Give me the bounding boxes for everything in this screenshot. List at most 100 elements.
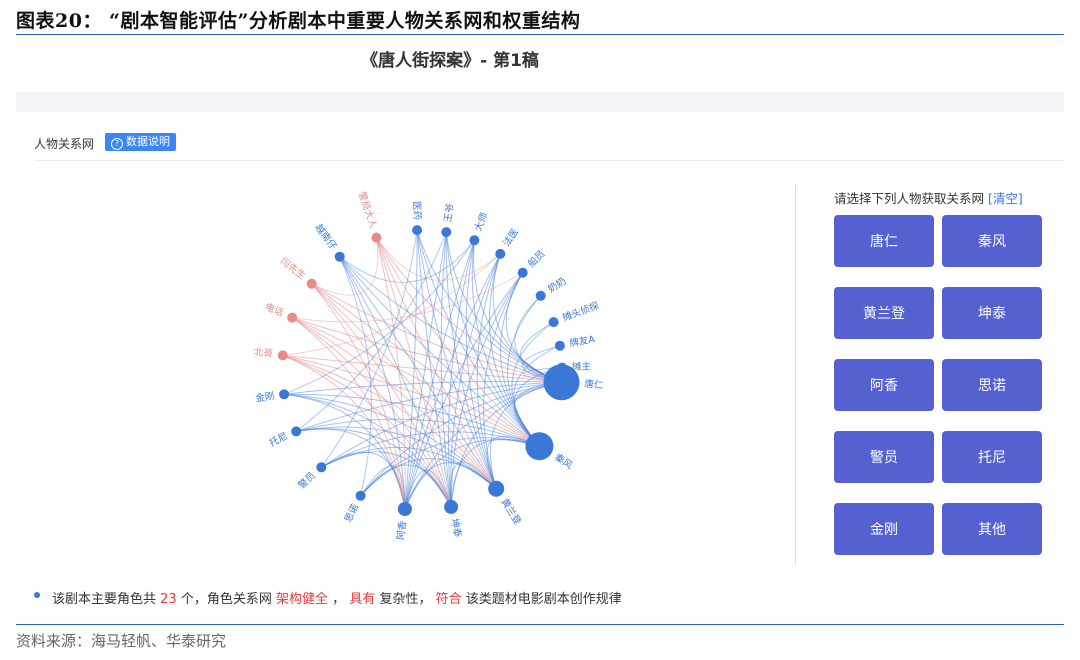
character-node[interactable] [557, 362, 567, 373]
character-button-other[interactable]: 其他 [942, 503, 1042, 555]
character-node[interactable] [287, 312, 298, 323]
document-title: 《唐人街探案》- 第1稿 [361, 51, 539, 71]
character-label: 警局大人 [356, 190, 380, 230]
relationship-edge [321, 446, 497, 490]
relationship-edge [360, 437, 540, 497]
data-info-button[interactable]: ?数据说明 [105, 133, 176, 151]
character-node[interactable] [554, 340, 565, 351]
relationship-edge [339, 256, 452, 508]
relationship-edge [339, 239, 475, 283]
relationship-edge [311, 283, 497, 489]
character-label: 金刚 [254, 390, 275, 405]
summary-part-5: 该类题材电影剧本创作规律 [465, 592, 622, 607]
character-button-suntai[interactable]: 坤泰 [942, 287, 1042, 339]
summary-count: 23 [160, 592, 177, 607]
character-node[interactable] [306, 278, 317, 289]
relationship-network-graph: 唐仁秦风黄兰登坤泰阿香思诺警员托尼金刚北哥电话闫先生越南仔警局大人医药王爷大师法… [253, 190, 604, 541]
clear-link[interactable]: [清空] [988, 191, 1023, 206]
relationship-edge [416, 230, 497, 489]
relationship-edge [416, 230, 452, 507]
character-button-tangren[interactable]: 唐仁 [834, 215, 934, 267]
character-label: 北哥 [253, 347, 273, 360]
character-node[interactable] [525, 432, 554, 461]
summary-part-2: 个，角色关系网 [180, 592, 272, 607]
summary-part-3: ， [332, 592, 346, 607]
character-button-jingang[interactable]: 金刚 [834, 503, 934, 555]
relationship-edge [321, 381, 562, 468]
relationship-edge [450, 253, 501, 507]
character-node[interactable] [279, 389, 290, 400]
character-node[interactable] [441, 227, 452, 238]
relationship-edge [296, 418, 540, 447]
character-button-qinfeng[interactable]: 秦风 [942, 215, 1042, 267]
relationship-edge [291, 317, 452, 508]
summary-part-1: 该剧本主要角色共 [52, 592, 157, 607]
character-node[interactable] [543, 364, 580, 401]
summary-highlight-2: 具有 [349, 592, 376, 607]
character-node[interactable] [334, 251, 345, 262]
character-button-sinuo[interactable]: 思诺 [942, 359, 1042, 411]
section-divider [34, 160, 1064, 161]
relationship-edge [282, 354, 562, 383]
relationship-edge [296, 428, 452, 508]
relationship-edge [492, 253, 562, 383]
character-node[interactable] [316, 462, 327, 473]
character-label: 阿香 [396, 520, 409, 541]
summary-bullet [34, 592, 40, 598]
relationship-edge [360, 458, 497, 497]
character-node[interactable] [488, 480, 505, 497]
character-node[interactable] [397, 502, 412, 516]
relationship-edge [488, 253, 540, 447]
relationship-edge [292, 272, 523, 323]
character-node[interactable] [355, 490, 366, 501]
character-node[interactable] [412, 225, 423, 236]
relationship-edge [284, 393, 406, 510]
character-node[interactable] [548, 317, 559, 328]
relationship-edge [339, 256, 497, 489]
summary-highlight-1: 架构健全 [276, 592, 329, 607]
character-button-tuoni[interactable]: 托尼 [942, 431, 1042, 483]
relationship-edge [339, 256, 540, 447]
relationship-edge [445, 232, 497, 489]
relationship-edge [296, 428, 406, 510]
relationship-edge [404, 230, 418, 510]
character-label: 唐仁 [584, 378, 604, 392]
relationship-edge [404, 381, 562, 510]
relationship-edge [513, 345, 561, 447]
relationship-edge [416, 229, 540, 447]
relationship-edge [489, 381, 562, 489]
character-label: 医药 [411, 201, 423, 220]
relationship-edge [339, 256, 562, 383]
character-button-axiang[interactable]: 阿香 [834, 359, 934, 411]
character-node[interactable] [469, 235, 480, 246]
character-node[interactable] [495, 248, 506, 259]
panel-divider [795, 185, 796, 565]
relationship-edge [311, 283, 452, 508]
relationship-edge [375, 237, 501, 281]
character-label: 摊主 [572, 361, 591, 373]
character-node[interactable] [517, 267, 528, 278]
character-node[interactable] [371, 232, 382, 243]
bottom-rule [16, 624, 1064, 625]
relationship-edge [360, 381, 562, 497]
relationship-edge [295, 231, 447, 432]
character-label: 牌友A [569, 333, 597, 349]
relationship-edge [404, 272, 524, 510]
character-node[interactable] [277, 350, 288, 361]
character-button-huanglandeng[interactable]: 黄兰登 [834, 287, 934, 339]
character-label: 秦风 [552, 451, 575, 472]
relationship-edge [282, 354, 452, 508]
relationship-edge [282, 354, 497, 490]
relationship-edge [339, 256, 372, 496]
relationship-edge [404, 240, 475, 510]
relationship-edge [507, 295, 542, 447]
character-node[interactable] [291, 426, 302, 437]
relationship-edge [404, 232, 447, 510]
character-node[interactable] [535, 290, 546, 301]
relationship-edge [416, 229, 562, 383]
data-info-label: 数据说明 [126, 135, 170, 148]
character-node[interactable] [444, 499, 459, 514]
relationship-edge [292, 317, 562, 383]
character-button-jingyuan[interactable]: 警员 [834, 431, 934, 483]
character-label: 船员 [525, 248, 547, 270]
